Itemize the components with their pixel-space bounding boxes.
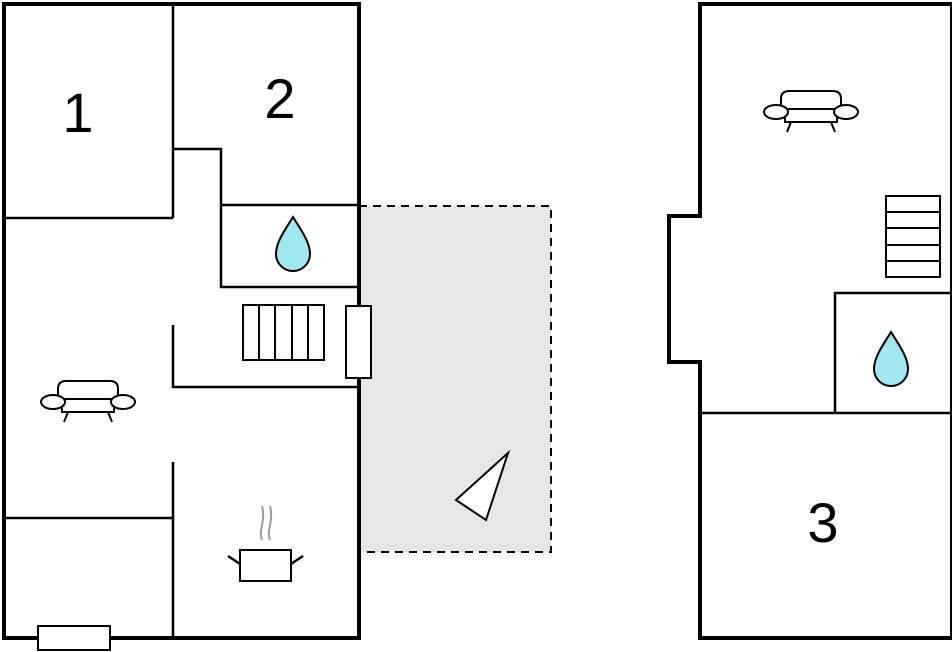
door-icon	[345, 305, 372, 379]
window-icon	[37, 625, 111, 651]
upper-floor-interior-walls	[700, 291, 952, 415]
compass-north-icon	[454, 449, 511, 522]
room-number-1: 1	[62, 81, 93, 144]
upper-floor-outline	[667, 2, 952, 640]
sofa-icon	[763, 90, 859, 133]
sofa-icon	[40, 380, 136, 423]
water-drop-icon	[275, 216, 311, 272]
water-drop-icon	[873, 331, 909, 387]
stairs-icon	[242, 304, 325, 361]
ground-floor-interior-walls	[4, 4, 359, 638]
cooking-pot-icon	[227, 505, 304, 582]
terrace	[358, 205, 552, 553]
stairs-icon	[885, 195, 941, 278]
room-number-2: 2	[264, 67, 295, 130]
room-number-3: 3	[807, 491, 838, 554]
